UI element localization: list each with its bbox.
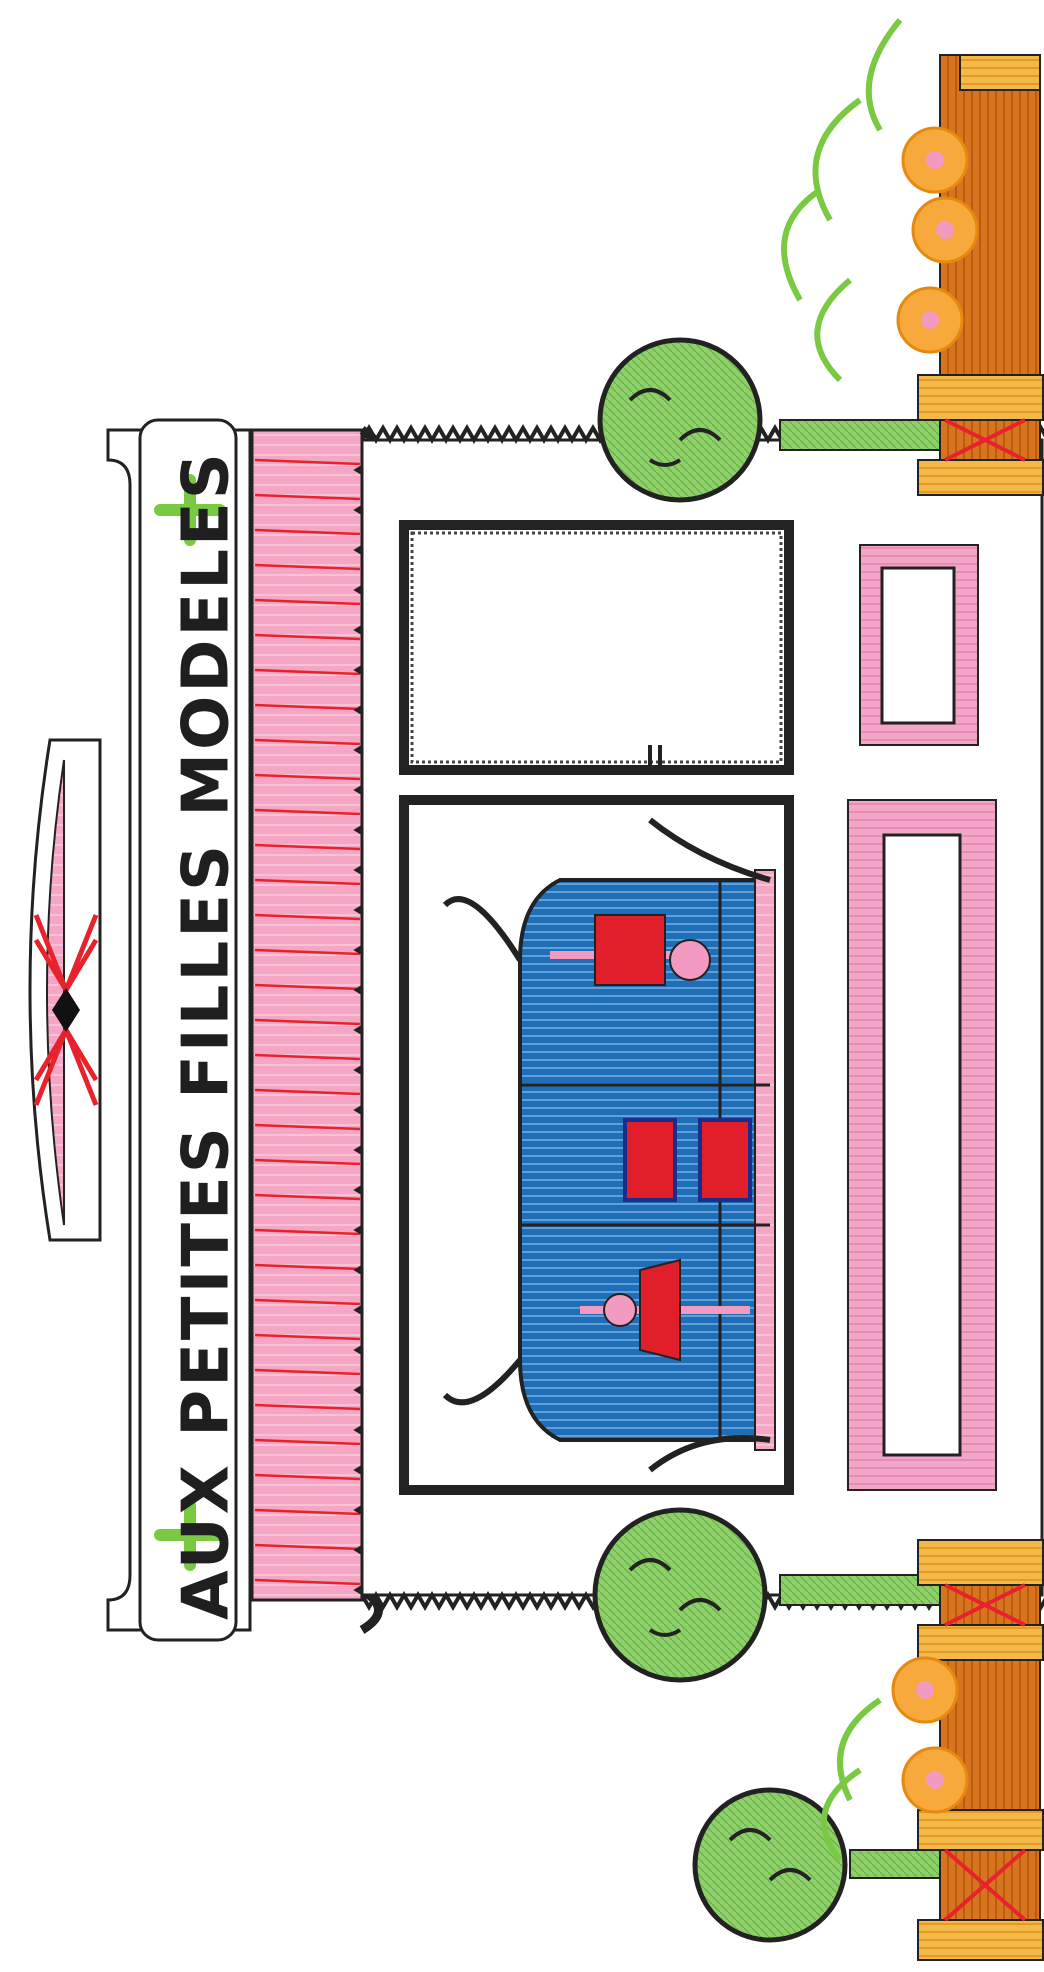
awning [250,426,383,1634]
flower-icon [896,286,964,354]
sign-board: AUX PETITES FILLES MODELES [106,418,252,1642]
flower-icon [911,196,979,264]
fabric-bolt-icon [623,1118,752,1202]
mannequin-icon [580,1258,750,1362]
flower-icon [901,1746,969,1814]
cross-ornament-icon [154,1499,226,1571]
cross-ornament-icon [154,474,226,546]
door-panels [847,544,997,1491]
plant-leaves [821,1697,882,1862]
flower-icon [891,1656,959,1724]
dome-medallion [28,738,102,1242]
pinwheel-medallion-icon [33,914,99,1106]
shop-sign-text: AUX PETITES FILLES MODELES [170,450,244,1620]
tree-icon [692,1787,941,1943]
side-window [399,520,794,775]
plant-leaves [781,18,903,383]
tree-icon [597,337,941,503]
mannequin-icon [550,914,711,986]
main-display-window [399,795,794,1495]
planter-bottom [917,1539,1044,1961]
flower-icon [901,126,969,194]
planter-top [917,54,1044,496]
